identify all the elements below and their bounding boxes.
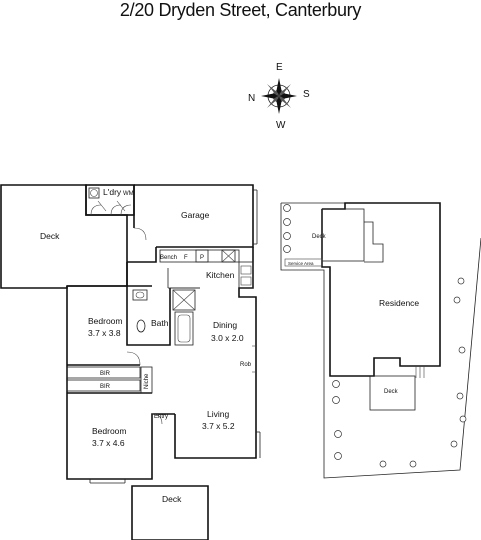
bedroom-2-label: Bedroom xyxy=(92,426,127,436)
laundry-label: L'dry xyxy=(103,187,122,197)
service-area-label: Service Area xyxy=(288,261,314,266)
kitchen-label: Kitchen xyxy=(206,270,235,280)
bench-label: Bench xyxy=(160,255,177,261)
bedroom-1-size: 3.7 x 3.8 xyxy=(88,328,121,338)
deck-bottom-outline xyxy=(131,485,209,540)
bir-1-label: BIR xyxy=(100,371,111,377)
garage-label: Garage xyxy=(181,210,210,220)
compass-west-label: W xyxy=(276,120,286,131)
compass-south-label: S xyxy=(303,89,310,100)
built-in-robes xyxy=(66,366,153,394)
bedroom-1 xyxy=(67,351,141,366)
laundry-wm-label: WM xyxy=(123,191,134,197)
kitchen-area xyxy=(159,249,254,289)
bir-2-label: BIR xyxy=(100,384,111,390)
shrub-icons xyxy=(283,204,467,468)
living-size: 3.7 x 5.2 xyxy=(202,421,235,431)
compass-rose-icon xyxy=(261,78,297,114)
living-label: Living xyxy=(207,409,229,419)
bathroom xyxy=(126,286,200,346)
garage-room xyxy=(133,184,258,248)
bedroom-1-label: Bedroom xyxy=(88,316,123,326)
niche-label: Niche xyxy=(144,373,150,389)
plan-title: 2/20 Dryden Street, Canterbury xyxy=(119,0,362,20)
bedroom-2-size: 3.7 x 4.6 xyxy=(92,438,125,448)
site-deck-lower-label: Deck xyxy=(384,389,399,395)
residence-label: Residence xyxy=(379,298,419,308)
entry-label: Entry xyxy=(154,414,168,420)
dining-living xyxy=(151,345,261,458)
pantry-label: P xyxy=(200,255,204,261)
dining-size: 3.0 x 2.0 xyxy=(211,333,244,343)
compass-east-label: E xyxy=(276,62,283,73)
deck-bottom-label: Deck xyxy=(162,494,182,504)
dining-label: Dining xyxy=(213,320,237,330)
deck-left-outline xyxy=(0,184,128,289)
compass-north-label: N xyxy=(248,93,255,104)
residence-outline xyxy=(284,202,441,411)
site-deck-top-label: Deck xyxy=(312,234,327,240)
deck-left-label: Deck xyxy=(40,231,60,241)
fridge-label: F xyxy=(184,255,188,261)
robe-label: Rob xyxy=(240,362,252,368)
bedroom-2-window xyxy=(89,479,126,484)
bath-label: Bath xyxy=(151,318,169,328)
